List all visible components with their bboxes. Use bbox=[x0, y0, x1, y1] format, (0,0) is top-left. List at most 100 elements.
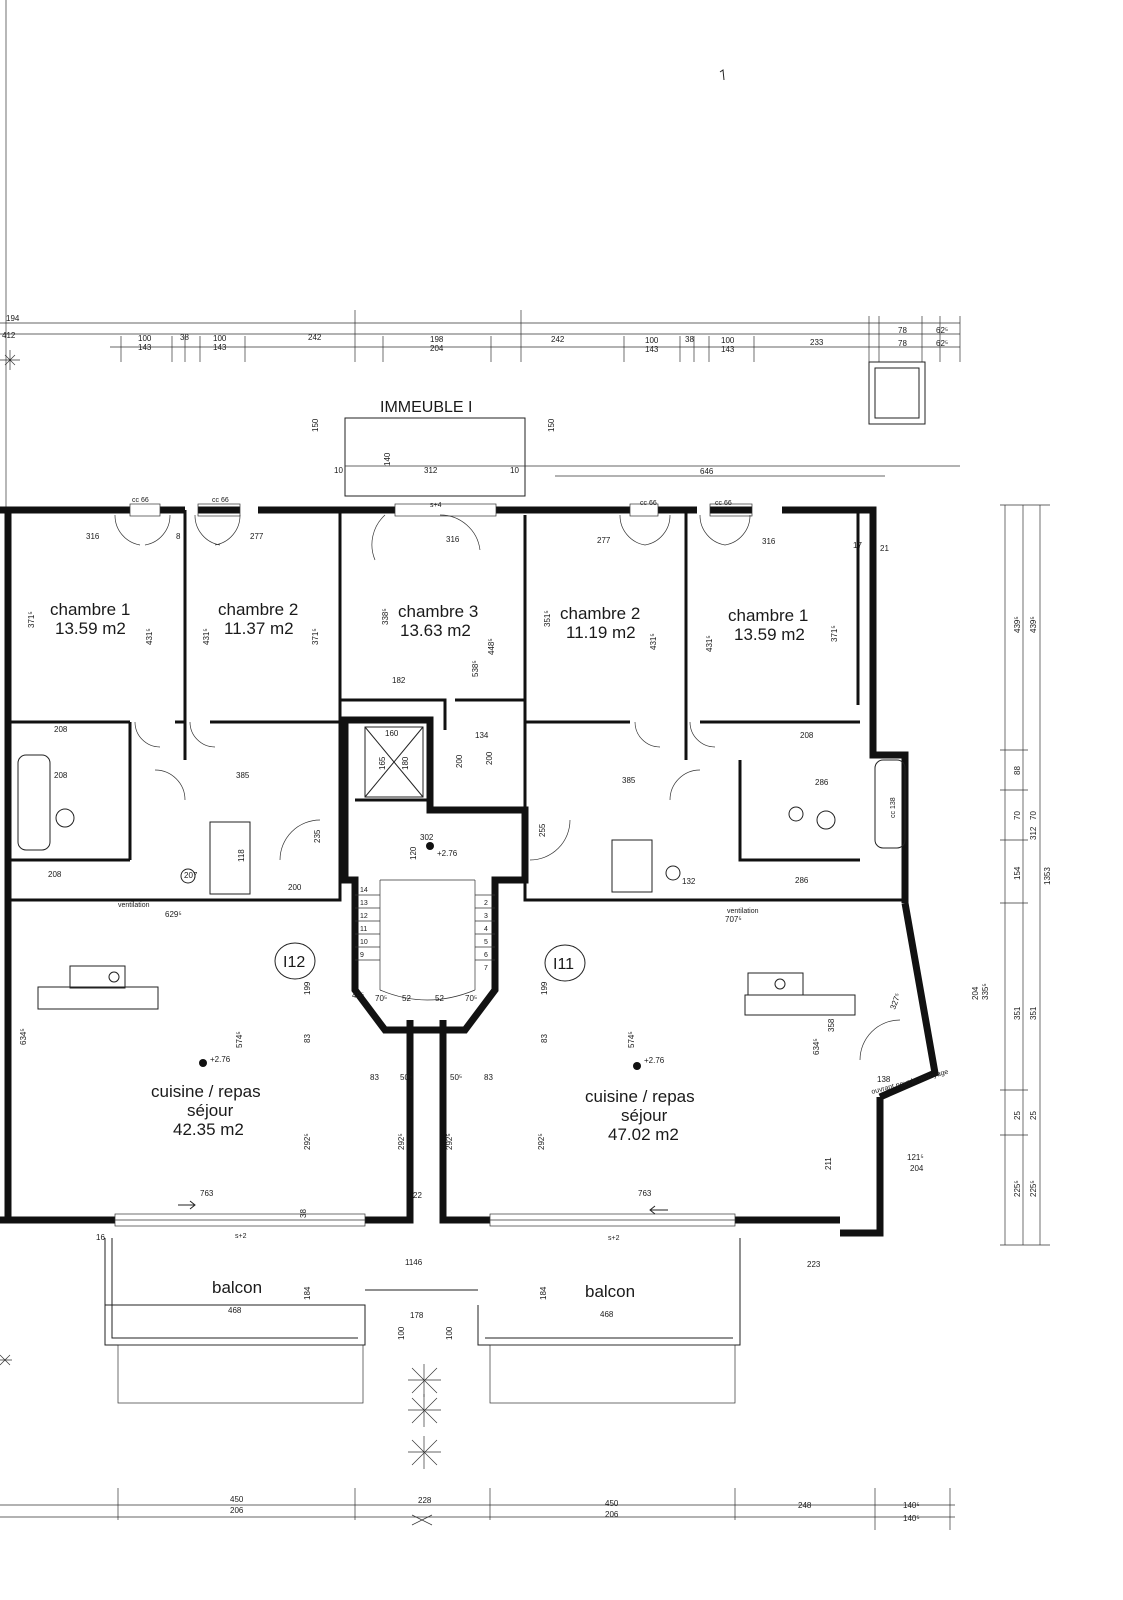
living-area: 42.35 m2 bbox=[173, 1120, 244, 1139]
dim: 292⁵ bbox=[397, 1133, 406, 1150]
sink-icon bbox=[180, 806, 804, 884]
dim: 316 bbox=[762, 537, 776, 546]
stair-step-number: 13 bbox=[360, 900, 368, 907]
dim: 38 bbox=[299, 1209, 308, 1218]
dim-204: 204 bbox=[430, 344, 444, 353]
dim-140: 140⁵ bbox=[903, 1501, 920, 1510]
dim: 211 bbox=[824, 1157, 833, 1170]
dim: 49⁵ bbox=[352, 991, 364, 1000]
window-label: s+4 bbox=[430, 502, 442, 509]
living-name: cuisine / repas bbox=[585, 1087, 695, 1106]
dim-100: 100 bbox=[721, 336, 735, 345]
dim: 371⁵ bbox=[311, 628, 320, 645]
dim-140: 140⁵ bbox=[903, 1514, 920, 1523]
level-value: +2.76 bbox=[644, 1056, 665, 1065]
dim: 200 bbox=[485, 751, 494, 765]
dim-143: 143 bbox=[645, 345, 659, 354]
interior-dimensions: 316 277 316 277 316 371⁵ 431⁵ 431⁵ 371⁵ … bbox=[19, 532, 924, 1340]
dim: 120 bbox=[409, 846, 418, 860]
dim: 707⁵ bbox=[725, 915, 742, 924]
tree-icon bbox=[0, 350, 441, 1526]
dim-150: 150 bbox=[547, 418, 556, 432]
dim: 235 bbox=[313, 829, 322, 843]
dim: 100 bbox=[397, 1326, 406, 1340]
dim: 292⁵ bbox=[537, 1133, 546, 1150]
dim: 100 bbox=[445, 1326, 454, 1340]
room-area: 13.59 m2 bbox=[55, 619, 126, 638]
interior-walls bbox=[8, 510, 905, 1220]
dim: 160 bbox=[385, 729, 399, 738]
dim-204: 204 bbox=[971, 986, 980, 1000]
stair-step-number: 9 bbox=[360, 952, 364, 959]
dim-100: 100 bbox=[213, 334, 227, 343]
dim-88: 88 bbox=[1013, 766, 1022, 775]
dim: 385 bbox=[622, 776, 636, 785]
dim-100: 100 bbox=[645, 336, 659, 345]
room-area: 11.37 m2 bbox=[224, 619, 294, 638]
arrow-icon bbox=[178, 1200, 668, 1215]
bathtub-icon bbox=[17, 754, 906, 851]
dim: 286 bbox=[795, 876, 809, 885]
dim: 763 bbox=[200, 1189, 214, 1198]
dim: 16 bbox=[96, 1233, 105, 1242]
dim: 634⁵ bbox=[812, 1038, 821, 1055]
dim: 292⁵ bbox=[303, 1133, 312, 1150]
dim: 208 bbox=[48, 870, 62, 879]
dim: 199 bbox=[303, 981, 312, 995]
dim: 431⁵ bbox=[705, 635, 714, 652]
dim: 574⁵ bbox=[627, 1031, 636, 1048]
dim-70: 70 bbox=[1029, 811, 1038, 820]
dim: 17 bbox=[853, 541, 862, 550]
level-value: +2.76 bbox=[210, 1055, 231, 1064]
dim: 182 bbox=[392, 676, 406, 685]
dim-233: 233 bbox=[810, 338, 824, 347]
stair-step-number: 12 bbox=[360, 913, 368, 920]
dim-312: 312 bbox=[1029, 826, 1038, 840]
dim-206: 206 bbox=[605, 1510, 619, 1519]
dim-450: 450 bbox=[605, 1499, 619, 1508]
bottom-dimension-chain bbox=[0, 1488, 955, 1530]
top-dimension-chain: 194 412 100 143 38 100 143 242 198 204 2… bbox=[0, 0, 961, 560]
dim: 358 bbox=[827, 1018, 836, 1032]
window-label: cc 66 bbox=[212, 497, 229, 504]
dim: 431⁵ bbox=[202, 628, 211, 645]
dim-242: 242 bbox=[308, 333, 322, 342]
dim-1353: 1353 bbox=[1043, 867, 1052, 885]
room-labels: chambre 1 13.59 m2 chambre 2 11.37 m2 ch… bbox=[50, 600, 808, 1144]
dim-100: 100 bbox=[138, 334, 152, 343]
unit-badge: I12 I11 bbox=[274, 942, 586, 982]
dim-439: 439⁵ bbox=[1029, 616, 1038, 633]
dim: 629⁵ bbox=[165, 910, 182, 919]
dim-25: 25 bbox=[1013, 1111, 1022, 1120]
dim: 22 bbox=[413, 1191, 422, 1200]
note: ventilation bbox=[727, 908, 759, 915]
dim: 208 bbox=[800, 731, 814, 740]
dim-62: 62⁵ bbox=[936, 339, 948, 348]
dim: 448⁵ bbox=[487, 638, 496, 655]
room-name: chambre 3 bbox=[398, 602, 478, 621]
dim: 178 bbox=[410, 1311, 424, 1320]
stair-step-number: 6 bbox=[484, 952, 488, 959]
door-swings bbox=[114, 514, 901, 1061]
dim: 200 bbox=[455, 754, 464, 768]
dim-439: 439⁵ bbox=[1013, 616, 1022, 633]
dim-248: 248 bbox=[798, 1501, 812, 1510]
dim-140: 140 bbox=[383, 452, 392, 466]
dim: 204 bbox=[910, 1164, 924, 1173]
stair-step-number: 3 bbox=[484, 913, 488, 920]
window-label: cc 66 bbox=[715, 500, 732, 507]
living-name: cuisine / repas bbox=[151, 1082, 261, 1101]
stair-step-number: 10 bbox=[360, 939, 368, 946]
dim: 184 bbox=[303, 1286, 312, 1300]
room-name: chambre 1 bbox=[50, 600, 130, 619]
dim: 255 bbox=[538, 823, 547, 837]
level-value: +2.76 bbox=[437, 849, 458, 858]
dim: 199 bbox=[540, 981, 549, 995]
dim: 351⁵ bbox=[543, 610, 552, 627]
dim: 431⁵ bbox=[145, 628, 154, 645]
dim: 83 bbox=[303, 1034, 312, 1043]
elevator bbox=[364, 726, 424, 798]
window-label: s+2 bbox=[235, 1233, 247, 1240]
staircase bbox=[355, 879, 495, 1001]
kitchen-counter-icon bbox=[37, 965, 856, 1016]
